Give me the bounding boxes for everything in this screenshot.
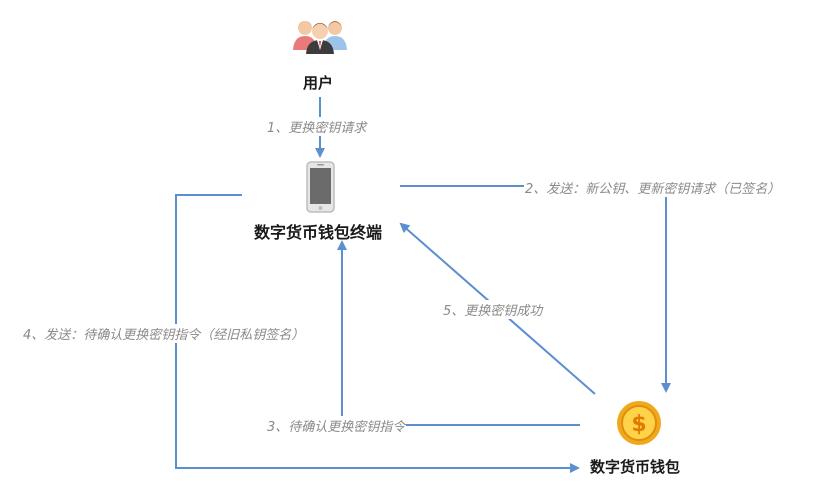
gold-coin-dollar-icon: $ (616, 400, 662, 446)
terminal-node-label: 数字货币钱包终端 (254, 223, 383, 242)
arrow-step-3 (337, 240, 580, 426)
step-5-label: 5、更换密钥成功 (442, 300, 544, 319)
user-node-label: 用户 (303, 74, 334, 92)
wallet-node-label: 数字货币钱包 (590, 458, 681, 476)
step-4-label: 4、发送：待确认更换密钥指令（经旧私钥签名） (22, 324, 306, 343)
arrow-step-2 (400, 185, 671, 393)
svg-text:$: $ (631, 412, 646, 437)
step-3-label: 3、待确认更换密钥指令 (266, 416, 407, 435)
smartphone-icon (306, 161, 335, 213)
users-group-icon (291, 14, 349, 54)
step-2-label: 2、发送：新公钥、更新密钥请求（已签名） (524, 178, 782, 197)
step-1-label: 1、更换密钥请求 (266, 117, 368, 136)
